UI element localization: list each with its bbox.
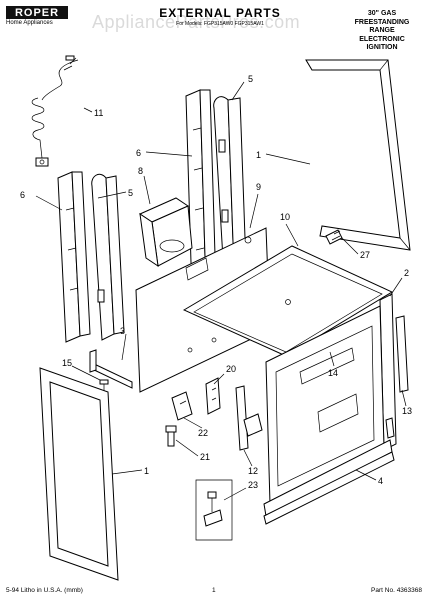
callout-label: 21 [200, 452, 210, 462]
part-front-frame-upright[interactable] [379, 293, 397, 451]
callout-label: 2 [404, 268, 409, 278]
callout-label: 20 [226, 364, 236, 374]
part-bottom-rail[interactable] [89, 349, 133, 389]
part-left-side-panel[interactable] [57, 171, 125, 343]
callout-label: 6 [136, 148, 141, 158]
callout-label: 1 [144, 466, 149, 476]
part-door-frame[interactable] [39, 367, 119, 581]
part-trim-strip[interactable] [395, 315, 409, 393]
title-subtitle: For Models: FGP315AW0 FGP315AW1 [176, 21, 264, 27]
model-line: ELECTRONIC [359, 35, 405, 43]
callout-label: 1 [256, 150, 261, 160]
callout-label: 5 [248, 74, 253, 84]
watermark: AppliancePartsPros.com [92, 12, 301, 32]
part-hardware-kit[interactable] [195, 479, 233, 541]
footer-page-number: 1 [212, 587, 216, 594]
callout-label: 9 [256, 182, 261, 192]
callout-label: 15 [62, 358, 72, 368]
callout-labels: 11 5 6 1 8 5 6 9 10 27 2 3 15 14 20 13 2… [20, 74, 412, 490]
callout-label: 14 [328, 368, 338, 378]
part-front-body[interactable] [265, 305, 385, 505]
brand-logo: ROPER Home Appliances [6, 6, 68, 26]
model-line: RANGE [369, 27, 395, 34]
callout-label: 23 [248, 480, 258, 490]
model-line: IGNITION [366, 44, 398, 51]
part-bracket[interactable] [205, 377, 221, 415]
part-leveling-leg[interactable] [165, 425, 177, 447]
part-top-frame[interactable] [305, 59, 411, 251]
callout-label: 27 [360, 250, 370, 260]
part-burner-box[interactable] [138, 197, 193, 268]
footer-print-info: 5-94 Litho in U.S.A. (mmb) [6, 587, 83, 594]
title-text: EXTERNAL PARTS [159, 6, 281, 20]
part-lower-trim[interactable] [235, 385, 263, 451]
part-power-cord[interactable] [31, 55, 79, 167]
page-title: EXTERNAL PARTS For Models: FGP315AW0 FGP… [130, 6, 310, 27]
callout-label: 22 [198, 428, 208, 438]
part-kick-plate[interactable] [263, 439, 395, 525]
model-line: 30" GAS [367, 10, 397, 17]
footer-part-number: Part No. 4363368 [371, 587, 422, 594]
model-description: 30" GAS FREESTANDING RANGE ELECTRONIC IG… [346, 10, 418, 53]
brand-subtitle: Home Appliances [6, 20, 53, 26]
part-cooktop[interactable] [182, 245, 394, 357]
leader-lines [35, 81, 407, 501]
callout-label: 8 [138, 166, 143, 176]
part-leveling-bracket[interactable] [171, 391, 193, 421]
callout-label: 10 [280, 212, 290, 222]
brand-name: ROPER [6, 6, 68, 19]
callout-label: 12 [248, 466, 258, 476]
callout-label: 4 [378, 476, 383, 486]
callout-label: 13 [402, 406, 412, 416]
model-line: FREESTANDING [354, 18, 410, 26]
callout-label: 3 [120, 326, 125, 336]
callout-label: 11 [94, 108, 103, 118]
callout-label: 5 [128, 188, 133, 198]
callout-label: 6 [20, 190, 25, 200]
